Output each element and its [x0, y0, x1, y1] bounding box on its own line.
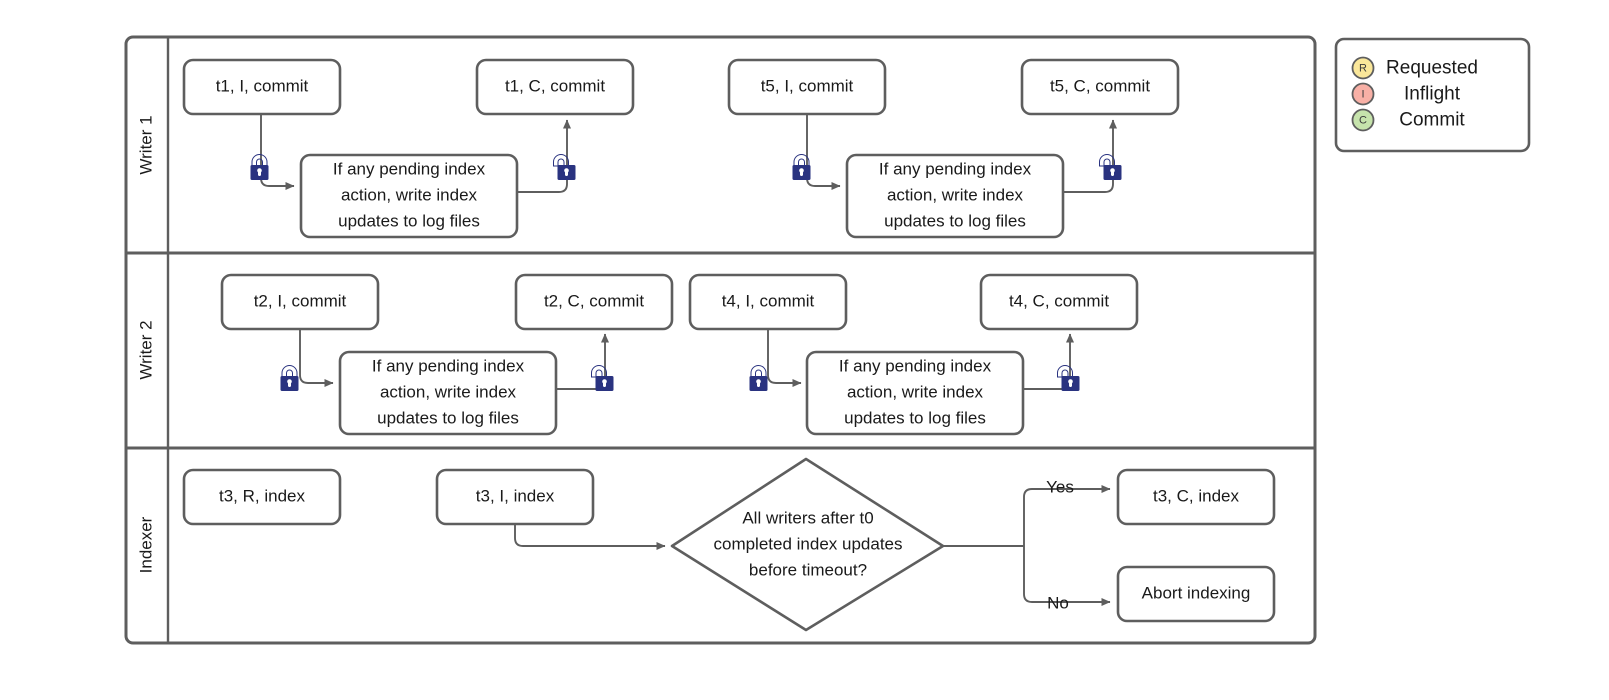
node-w2-t4-i[interactable]: t4, I, commit [688, 273, 848, 331]
inflight-badge-letter: I [1361, 88, 1364, 100]
node-ix-t3-c[interactable]: t3, C, index [1116, 468, 1276, 526]
commit-badge-letter: C [1359, 114, 1367, 126]
legend-label: Commit [1399, 110, 1465, 131]
node-w1-t1-i[interactable]: t1, I, commit [182, 58, 342, 116]
node-label-line-3: updates to log files [338, 211, 480, 230]
node-w2-proc-1[interactable]: If any pending index action, write index… [338, 350, 558, 436]
node-w2-proc-2[interactable]: If any pending index action, write index… [805, 350, 1025, 436]
indexer-connectors [514, 485, 1111, 606]
lane-label-text: Writer 1 [136, 115, 155, 174]
node-label: t3, I, index [476, 486, 555, 505]
node-label: t2, C, commit [544, 291, 644, 310]
node-label: t4, I, commit [722, 291, 815, 310]
lock-open-icon [553, 154, 576, 180]
node-w2-t4-c[interactable]: t4, C, commit [979, 273, 1139, 331]
node-label-line-2: completed index updates [713, 534, 902, 553]
lock-closed-icon [280, 365, 299, 391]
node-label-line-2: action, write index [887, 185, 1024, 204]
lock-closed-icon [250, 154, 269, 180]
lane-label-text: Indexer [136, 516, 155, 573]
inflight-badge-icon [1351, 82, 1375, 106]
swimlane-frame [124, 35, 1317, 645]
lock-closed-icon [792, 154, 811, 180]
lock-open-icon [591, 365, 614, 391]
node-w1-proc-2[interactable]: If any pending index action, write index… [845, 153, 1065, 239]
node-label: t3, R, index [219, 486, 305, 505]
node-label: t2, I, commit [254, 291, 347, 310]
node-ix-abort[interactable]: Abort indexing [1116, 565, 1276, 623]
lane-label-indexer: Indexer [136, 516, 155, 573]
lock-open-icon [1057, 365, 1080, 391]
lane-label-text: Writer 2 [136, 320, 155, 379]
lock-open-icon [1099, 154, 1122, 180]
edge-label-yes: Yes [1046, 477, 1074, 496]
node-label-line-1: All writers after t0 [742, 508, 873, 527]
legend-item-requested: R Requested [1351, 56, 1478, 80]
edge-label-no: No [1047, 593, 1069, 612]
node-label: t1, I, commit [216, 76, 309, 95]
node-label: t3, C, index [1153, 486, 1239, 505]
node-label-line-2: action, write index [380, 382, 517, 401]
node-label-line-1: If any pending index [879, 159, 1032, 178]
node-label: t1, C, commit [505, 76, 605, 95]
node-label: t5, C, commit [1050, 76, 1150, 95]
node-label: t4, C, commit [1009, 291, 1109, 310]
node-label-line-2: action, write index [341, 185, 478, 204]
legend-label: Requested [1386, 58, 1478, 79]
node-label: Abort indexing [1142, 583, 1251, 602]
legend-item-commit: C Commit [1351, 108, 1465, 132]
node-label-line-1: If any pending index [372, 356, 525, 375]
node-w1-t5-i[interactable]: t5, I, commit [727, 58, 887, 116]
lane-label-writer-2: Writer 2 [136, 320, 155, 379]
writer-1-connectors [260, 114, 1117, 193]
legend-label: Inflight [1404, 84, 1461, 105]
node-label-line-2: action, write index [847, 382, 984, 401]
node-label-line-3: updates to log files [844, 408, 986, 427]
node-w2-t2-i[interactable]: t2, I, commit [220, 273, 380, 331]
node-w1-proc-1[interactable]: If any pending index action, write index… [299, 153, 519, 239]
node-label-line-3: before timeout? [749, 560, 867, 579]
lock-closed-icon [749, 365, 768, 391]
lane-label-writer-1: Writer 1 [136, 115, 155, 174]
legend-panel: R Requested I Inflight C Commit [1334, 37, 1531, 153]
node-label: t5, I, commit [761, 76, 854, 95]
node-label-line-3: updates to log files [377, 408, 519, 427]
requested-badge-icon [1351, 56, 1375, 80]
node-ix-t3-i[interactable]: t3, I, index [435, 468, 595, 526]
node-ix-decision[interactable]: All writers after t0 completed index upd… [670, 457, 945, 632]
node-w1-t5-c[interactable]: t5, C, commit [1020, 58, 1180, 116]
node-ix-t3-r[interactable]: t3, R, index [182, 468, 342, 526]
node-label-line-3: updates to log files [884, 211, 1026, 230]
node-w1-t1-c[interactable]: t1, C, commit [475, 58, 635, 116]
node-w2-t2-c[interactable]: t2, C, commit [514, 273, 674, 331]
node-label-line-1: If any pending index [333, 159, 486, 178]
commit-badge-icon [1351, 108, 1375, 132]
legend-item-inflight: I Inflight [1351, 82, 1461, 106]
node-label-line-1: If any pending index [839, 356, 992, 375]
requested-badge-letter: R [1359, 62, 1367, 74]
